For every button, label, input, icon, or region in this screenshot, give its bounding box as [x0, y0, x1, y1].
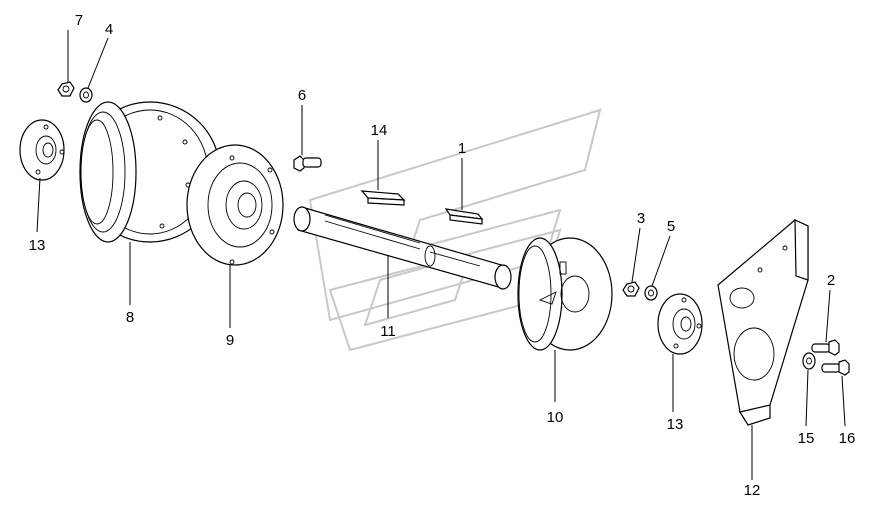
- bolt-2: [811, 339, 840, 356]
- key-14: [360, 190, 406, 206]
- label-4: 4: [105, 21, 113, 38]
- shaft-11: [293, 206, 512, 290]
- label-9: 9: [226, 332, 234, 349]
- label-14: 14: [371, 122, 388, 139]
- washer-15: [802, 352, 816, 370]
- label-6: 6: [298, 87, 306, 104]
- label-8: 8: [126, 309, 134, 326]
- label-16: 16: [839, 430, 856, 447]
- bracket-plate-12: [717, 219, 809, 426]
- nut-7: [57, 81, 75, 97]
- label-12: 12: [744, 482, 761, 499]
- label-13-right: 13: [667, 416, 684, 433]
- label-13-left: 13: [29, 237, 46, 254]
- key-1: [444, 208, 484, 225]
- label-1: 1: [458, 140, 466, 157]
- pulley-10: [517, 237, 613, 351]
- label-15: 15: [798, 430, 815, 447]
- label-7: 7: [75, 12, 83, 29]
- label-5: 5: [667, 218, 675, 235]
- leader-lines: [36, 30, 846, 480]
- bearing-flange-right: [657, 293, 703, 355]
- label-3: 3: [637, 210, 645, 227]
- pulley-hub-9: [186, 144, 284, 266]
- bearing-flange-left: [19, 119, 65, 181]
- part-labels: 7 4 6 14 1 13 8 9 11 10 3 5 13 12 2 15 1…: [29, 12, 856, 499]
- bolt-6: [293, 155, 322, 172]
- washer-4: [79, 87, 93, 103]
- label-11: 11: [380, 323, 396, 340]
- label-10: 10: [547, 409, 564, 426]
- label-2: 2: [827, 272, 835, 289]
- pulley-ring-8: [79, 101, 221, 243]
- nut-3: [622, 281, 640, 297]
- washer-5: [644, 285, 658, 301]
- bolt-16: [821, 359, 850, 376]
